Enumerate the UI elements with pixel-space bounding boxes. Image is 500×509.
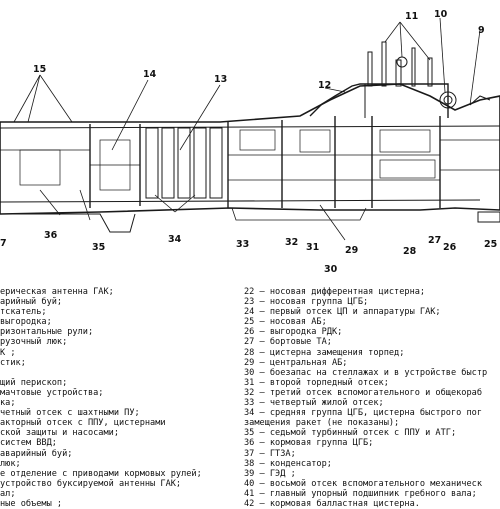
callout-label: 35	[92, 242, 105, 253]
legend-item: щий перископ;	[0, 377, 68, 388]
legend-item: 28 – цистерна замещения торпед;	[244, 347, 405, 358]
leader-lines	[13, 17, 481, 241]
callout-label: 13	[214, 74, 227, 85]
legend-item: четный отсек с шахтными ПУ;	[0, 408, 140, 419]
legend-item: ные объемы ;	[0, 498, 63, 509]
legend-item: 24 – первый отсек ЦП и аппаратуры ГАК;	[244, 307, 441, 318]
legend-item: 26 – выгородка РДК;	[244, 327, 343, 338]
legend-item: 40 – восьмой отсек вспомогательного меха…	[244, 478, 482, 489]
callout-label: 30	[324, 264, 338, 275]
legend-item: ал;	[0, 488, 16, 499]
callout-label: 36	[44, 230, 58, 241]
legend-item: 37 – ГТЗА;	[244, 448, 296, 459]
missile-launch-tubes	[145, 127, 223, 199]
legend-item: ской защиты и насосами;	[0, 428, 119, 439]
legend-right-column: 22 – носовая дифферентная цистерна; 23 –…	[244, 287, 500, 509]
legend-item: 34 – средняя группа ЦГБ, цистерна быстро…	[244, 408, 482, 419]
legend-item: аварийный буй;	[0, 448, 73, 459]
legend-item: 31 – второй торпедный отсек;	[244, 377, 389, 388]
legend-item: стик;	[0, 357, 26, 368]
legend-item: систем ВВД;	[0, 438, 57, 449]
legend-item: 29 – центральная АБ;	[244, 357, 348, 368]
sail-fin	[309, 83, 449, 118]
legend-item: устройство буксируемой антенны ГАК;	[0, 478, 182, 489]
callout-label: 12	[318, 80, 331, 91]
callout-label: 9	[478, 25, 485, 36]
legend-item: 27 – бортовые ТА;	[244, 337, 332, 348]
legend-item: 23 – носовая группа ЦГБ;	[244, 297, 369, 308]
callout-label: 31	[306, 242, 319, 253]
callout-label: 32	[285, 237, 298, 248]
legend-item: люк;	[0, 458, 21, 469]
legend-item: 22 – носовая дифферентная цистерна;	[244, 287, 426, 297]
legend-item: 42 – кормовая балластная цистерна.	[244, 498, 420, 509]
legend-item: тскатель;	[0, 307, 47, 318]
callout-label: 25	[484, 239, 497, 250]
legend-item: К ;	[0, 347, 16, 358]
legend-item: 35 – седьмой турбинный отсек с ППУ и АТГ…	[244, 428, 457, 439]
legend-item: замещения ракет (не показаны);	[244, 418, 400, 429]
submarine-cutaway-diagram: 15 14 13 12 11 10 9 7 36 35 34 33 32 31 …	[0, 9, 500, 275]
internal-decks	[0, 129, 500, 191]
legend-item: е отделение с приводами кормовых рулей;	[0, 468, 202, 479]
legend-item: 33 – четвертый жилой отсек;	[244, 398, 384, 409]
callout-label: 28	[403, 246, 417, 257]
callout-label: 29	[345, 245, 358, 256]
callout-label: 14	[143, 69, 157, 80]
hull-outline	[0, 83, 500, 233]
callout-numbers: 15 14 13 12 11 10 9 7 36 35 34 33 32 31 …	[0, 9, 497, 275]
callout-label: 33	[236, 239, 249, 250]
legend-item: 32 – третий отсек вспомогательного и общ…	[244, 387, 482, 398]
callout-label: 7	[0, 238, 7, 249]
callout-label: 10	[434, 9, 448, 20]
legend-item: ка;	[0, 398, 16, 409]
legend-item: акторный отсек с ППУ, цистернами	[0, 418, 166, 429]
legend-item: 36 – кормовая группа ЦГБ;	[244, 438, 374, 449]
legend-item: мачтовые устройства;	[0, 387, 104, 398]
callout-label: 26	[443, 242, 457, 253]
retractable-masts	[367, 41, 491, 109]
legend-item: 39 – ГЭД ;	[244, 468, 296, 479]
legend-item: 30 – боезапас на стеллажах и в устройств…	[244, 367, 488, 378]
legend-item: 41 – главный упорный подшипник гребного …	[244, 488, 477, 499]
callout-label: 11	[405, 11, 418, 22]
legend-item: 25 – носовая АБ;	[244, 317, 327, 328]
callout-label: 34	[168, 234, 182, 245]
legend-item: рузочный люк;	[0, 337, 68, 348]
legend-item: 38 – конденсатор;	[244, 458, 332, 469]
legend-item	[0, 368, 236, 378]
legend-item: выгородка;	[0, 317, 52, 328]
legend-left-column: ерическая антенна ГАК; арийный буй; тска…	[0, 287, 236, 509]
legend-item: арийный буй;	[0, 297, 63, 308]
legend-item: ерическая антенна ГАК;	[0, 287, 114, 297]
legend-item: ризонтальные рули;	[0, 327, 94, 338]
callout-label: 27	[428, 235, 441, 246]
callout-label: 15	[33, 64, 46, 75]
